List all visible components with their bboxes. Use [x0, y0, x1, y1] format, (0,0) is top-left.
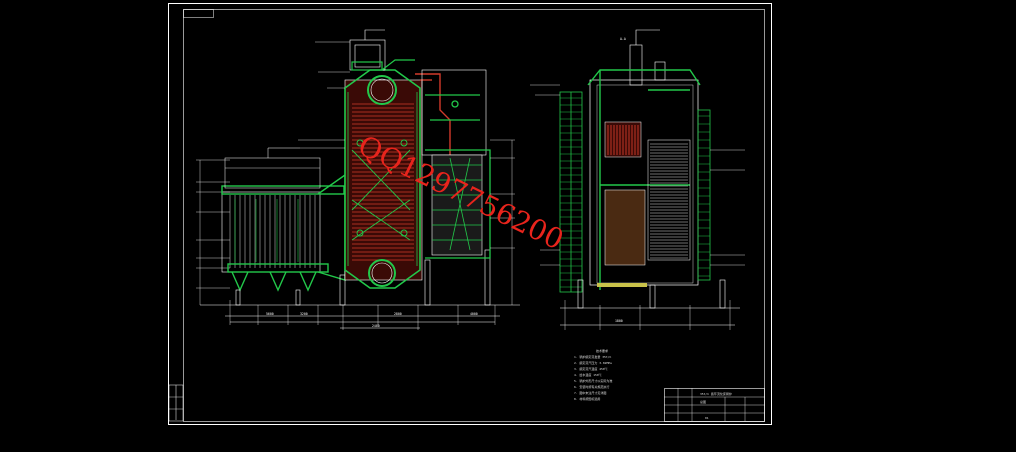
drawing-number-box	[183, 9, 214, 18]
dim-label: 4000	[470, 312, 478, 316]
sheet-number: 01	[705, 416, 709, 420]
note-line: 7. 图中未注尺寸见详图	[574, 390, 606, 395]
note-line: 2. 额定蒸汽压力 3.82MPa	[574, 360, 612, 365]
note-line: 3. 额定蒸汽温度 450℃	[574, 366, 608, 371]
dim-label: 3200	[300, 312, 308, 316]
dim-label: 5600	[266, 312, 274, 316]
notes-title: 技术要求	[596, 348, 608, 353]
note-line: 4. 给水温度 150℃	[574, 372, 602, 377]
drawing-name: 35t/h 循环流化床锅炉	[700, 391, 732, 396]
note-line: 5. 锅炉外形尺寸以实际为准	[574, 378, 612, 383]
binding-strip	[168, 384, 184, 422]
dim-label: 2800	[394, 312, 402, 316]
side-view: 1800	[530, 29, 745, 330]
dim-label: 2400	[372, 324, 380, 328]
note-line: 1. 锅炉额定蒸发量 35t/h	[574, 354, 611, 359]
drawing-subtitle: 总图	[700, 399, 706, 404]
inner-frame	[183, 9, 765, 422]
dim-label: 1800	[615, 319, 623, 323]
front-view: 5600 3200 2800 4000 2400	[196, 29, 520, 330]
outer-frame	[168, 3, 772, 425]
note-line: 8. 材料按国标选用	[574, 396, 600, 401]
note-line: 6. 安装时按有关规范执行	[574, 384, 609, 389]
technical-notes: 技术要求 1. 锅炉额定蒸发量 35t/h 2. 额定蒸汽压力 3.82MPa …	[574, 348, 612, 401]
title-block: 35t/h 循环流化床锅炉 总图 01	[664, 388, 765, 422]
section-label: A-A	[620, 37, 626, 41]
